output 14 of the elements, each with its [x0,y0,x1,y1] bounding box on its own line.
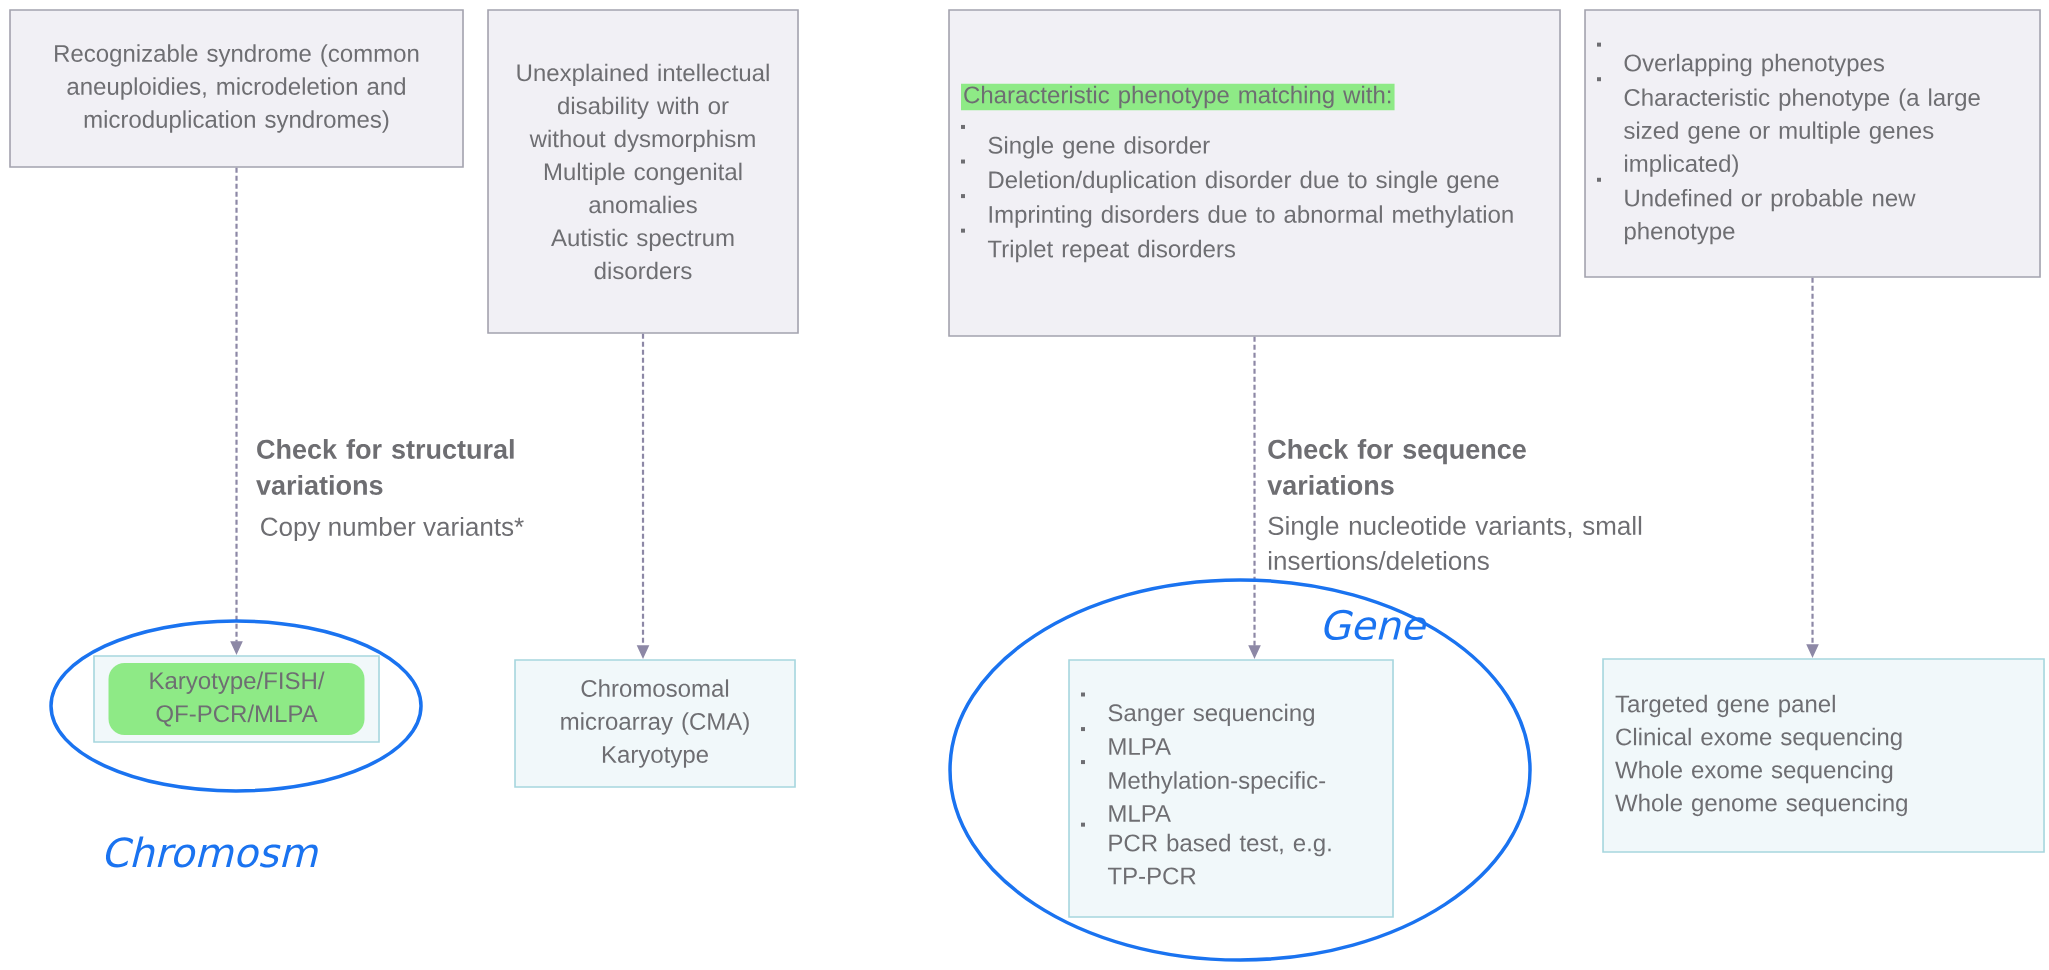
test-box: Karyotype/FISH/ QF-PCR/MLPA [93,655,380,743]
handwritten-note: Chromosm [105,836,318,868]
note-text: Single nucleotide variants, small insertions/deletions [1268,515,1642,571]
condition-box: Unexplained intellectual disability with or without dysmorphism Multiple congenital anomalies Autistic spectrum disorders [487,9,799,334]
condition-box: Recognizable syndrome (common aneuploidies, microdeletion and microduplication syndromes) [9,9,464,168]
test-box: Chromosomal microarray (CMA) Karyotype [514,659,796,788]
condition-box: Characteristic phenotype matching with: Single gene disorder Deletion/duplication disorder due to single gene Imprinting disorders due to abnormal methylation Triplet repeat disorders [948,9,1561,337]
edge-label: Check for structural variations [256,439,514,495]
test-box: Targeted gene panel Clinical exome sequencing Whole exome sequencing Whole genome sequencing [1602,658,2045,853]
edge-label: Check for sequence variations [1267,439,1526,495]
note-text: Copy number variants* [261,516,524,542]
test-box: Sanger sequencing MLPA Methylation-specific-MLPA PCR based test, e.g. TP-PCR [1068,659,1394,918]
condition-box: Overlapping phenotypes Characteristic phenotype (a large sized gene or multiple genes implicated) Undefined or probable new phenotype [1584,9,2041,278]
handwritten-note: Gene [1324,609,1427,641]
